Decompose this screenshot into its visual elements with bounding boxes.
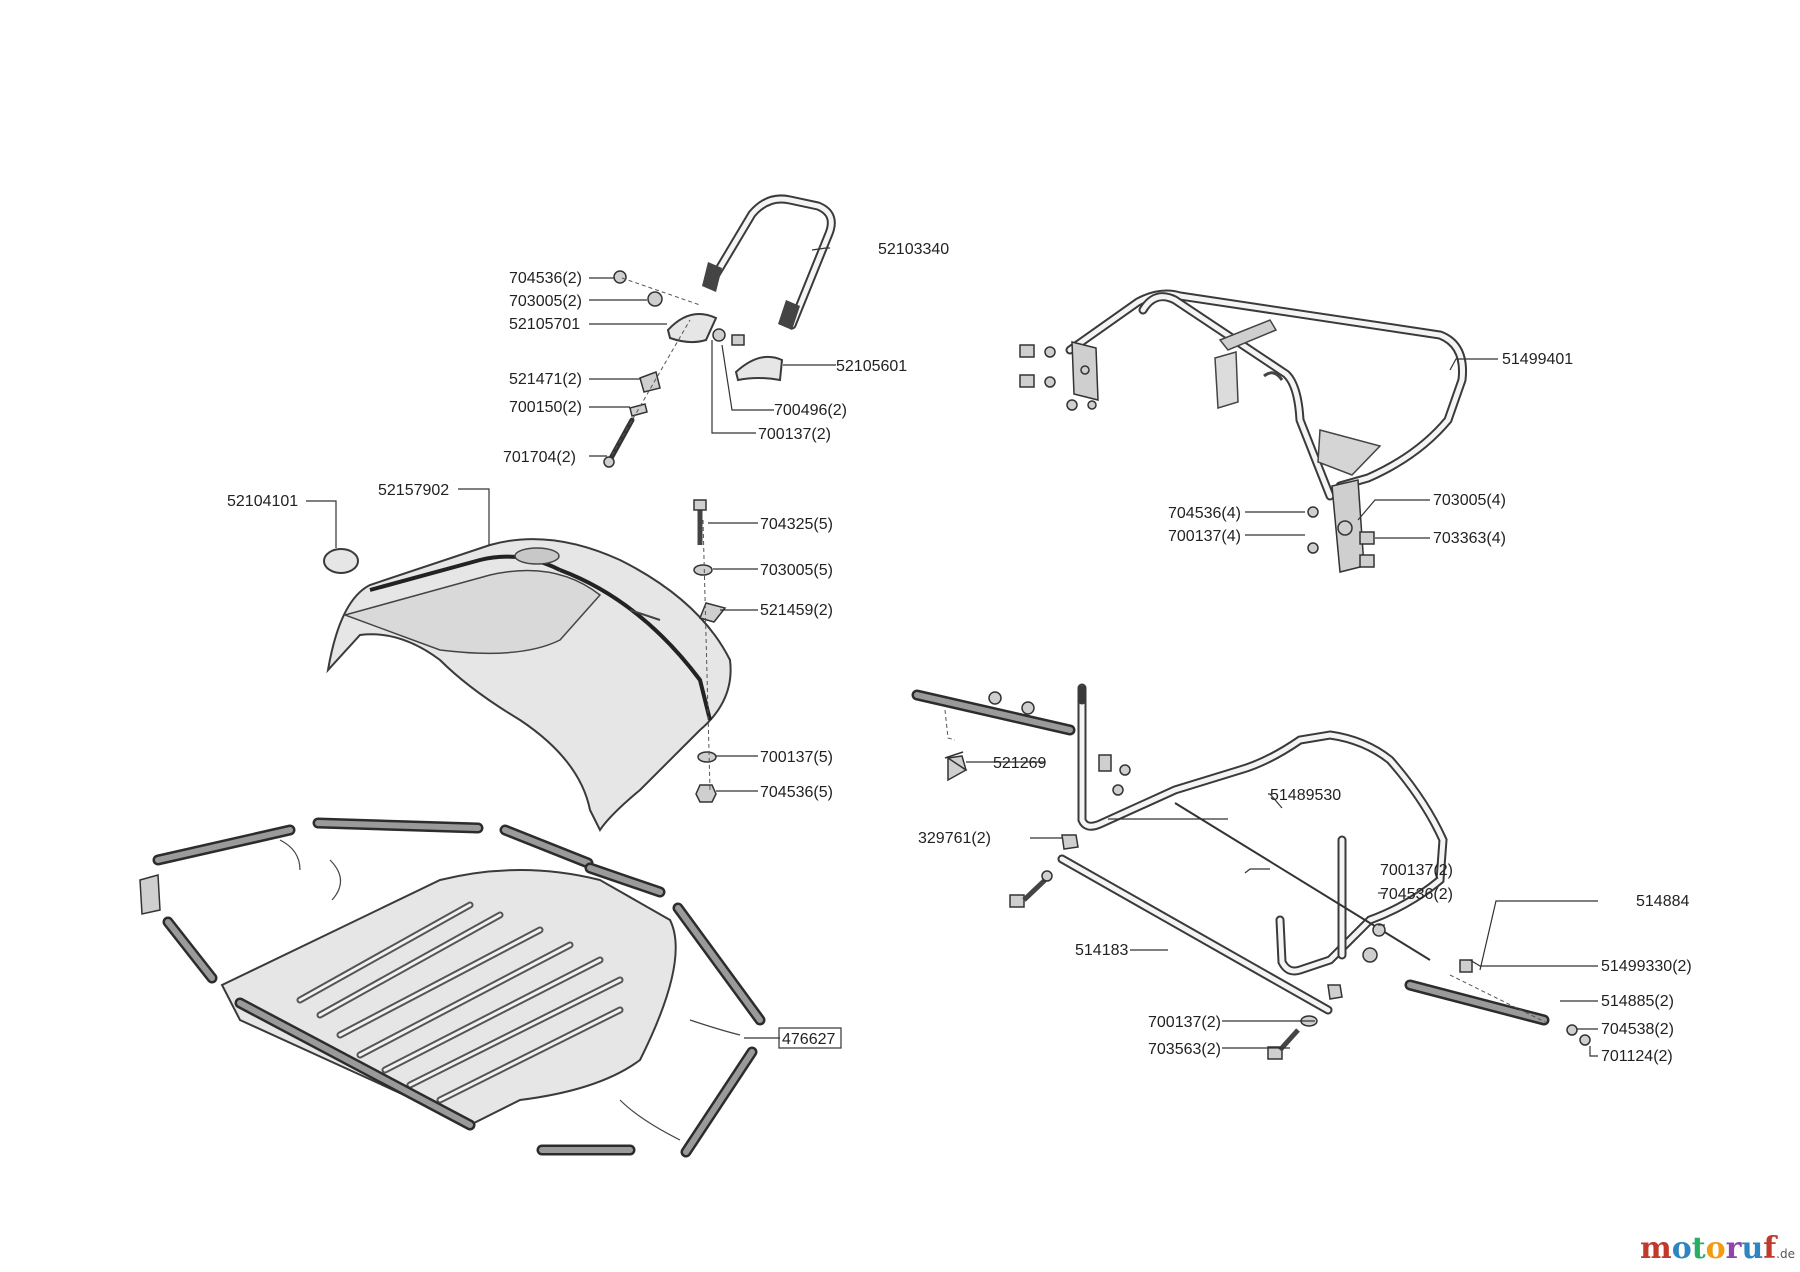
washer-icon (697, 751, 717, 763)
label-700137-2-b: 700137(2) (1148, 1014, 1221, 1031)
washer-icon (693, 564, 713, 576)
washer-icon (1566, 1024, 1578, 1036)
logo-suffix: .de (1776, 1247, 1795, 1261)
bolt-head-icon (1019, 344, 1035, 358)
nut-icon (695, 784, 717, 803)
washer-icon (1041, 870, 1053, 882)
logo-letter: f (1763, 1231, 1778, 1266)
washer-icon (1362, 947, 1378, 963)
label-521269: 521269 (993, 755, 1046, 772)
label-703005-5: 703005(5) (760, 562, 833, 579)
label-704536-4: 704536(4) (1168, 505, 1241, 522)
seat-cover (323, 499, 732, 832)
bolt-head-icon (693, 499, 707, 511)
washer-icon (1337, 520, 1353, 536)
bolt-head-icon (731, 334, 745, 346)
nut-icon (1372, 923, 1386, 937)
label-514183: 514183 (1075, 942, 1128, 959)
screw-icon (603, 456, 615, 468)
lower-frame-assembly (911, 683, 1591, 1060)
svg-text:motoruf.de: motoruf.de (1640, 1231, 1795, 1266)
washer-icon (1066, 399, 1078, 411)
label-700137-5: 700137(5) (760, 749, 833, 766)
logo-letter: t (1692, 1231, 1706, 1266)
clip-icon (944, 751, 964, 759)
bolt-head-icon (1359, 531, 1375, 545)
nut-icon (1307, 542, 1319, 554)
label-514884: 514884 (1636, 893, 1689, 910)
nut-icon (1307, 506, 1319, 518)
label-51489530: 51489530 (1270, 787, 1341, 804)
label-704325-5: 704325(5) (760, 516, 833, 533)
label-704536-5: 704536(5) (760, 784, 833, 801)
label-521459-2: 521459(2) (760, 602, 833, 619)
label-704538-2: 704538(2) (1601, 1021, 1674, 1038)
nut-icon (1021, 701, 1035, 715)
label-703005-4: 703005(4) (1433, 492, 1506, 509)
label-476627-box (778, 1027, 842, 1049)
logo-letter: r (1726, 1231, 1743, 1266)
rail-bracket (139, 874, 161, 915)
clip-icon (1327, 984, 1343, 1000)
bolt-head-icon (1359, 554, 1375, 568)
clip-icon (1061, 834, 1079, 850)
bolt-head-icon (1009, 894, 1025, 908)
bolt-head-icon (1019, 374, 1035, 388)
label-52105701: 52105701 (509, 316, 580, 333)
washer-icon (647, 291, 663, 307)
label-703005-2-top: 703005(2) (509, 293, 582, 310)
grab-handle-assembly (603, 194, 836, 468)
label-700137-2-top: 700137(2) (758, 426, 831, 443)
label-700496-2: 700496(2) (774, 402, 847, 419)
leader-lines (306, 247, 1598, 1057)
label-52105601: 52105601 (836, 358, 907, 375)
label-52104101: 52104101 (227, 493, 298, 510)
bracket-icon (698, 602, 727, 623)
bushing-icon (1459, 959, 1473, 973)
nut-icon (1112, 784, 1124, 796)
left-handle-bracket (666, 313, 718, 344)
cotter-pin-icon (947, 756, 968, 782)
motoruf-logo: motoruf.de (1640, 1231, 1795, 1266)
part-labels: 52103340 704536(2) 703005(2) 52105701 52… (227, 241, 1692, 1065)
washer-icon (712, 328, 726, 342)
label-703363-4: 703363(4) (1433, 530, 1506, 547)
nut-icon (1080, 365, 1090, 375)
label-701124-2: 701124(2) (1601, 1048, 1673, 1065)
label-700137-2-r: 700137(2) (1380, 862, 1453, 879)
label-476627: 476627 (782, 1031, 835, 1048)
label-700137-4: 700137(4) (1168, 528, 1241, 545)
label-521471-2: 521471(2) (509, 371, 582, 388)
label-704536-2-r: 704536(2) (1380, 886, 1453, 903)
nut-icon (988, 691, 1002, 705)
seat-base (139, 817, 766, 1158)
washer-icon (1044, 376, 1056, 388)
logo-letter: o (1706, 1231, 1726, 1266)
nut-icon (1087, 400, 1097, 410)
label-51499401: 51499401 (1502, 351, 1573, 368)
washer-icon (1119, 764, 1131, 776)
clamp-icon (639, 371, 661, 393)
roll-bar-assembly (1019, 289, 1468, 573)
logo-letter: u (1741, 1231, 1763, 1266)
washer-icon (1044, 346, 1056, 358)
label-704536-2-top: 704536(2) (509, 270, 582, 287)
right-handle-bracket (734, 356, 784, 382)
label-514885-2: 514885(2) (1601, 993, 1674, 1010)
label-703563-2: 703563(2) (1148, 1041, 1221, 1058)
label-701704-2: 701704(2) (503, 449, 576, 466)
nut-icon (1579, 1034, 1591, 1046)
label-700150-2: 700150(2) (509, 399, 582, 416)
bolt-head-icon (1267, 1046, 1283, 1060)
label-329761-2: 329761(2) (918, 830, 991, 847)
nut-icon (613, 270, 627, 284)
label-52103340: 52103340 (878, 241, 949, 258)
logo-letter: o (1672, 1231, 1692, 1266)
label-52157902: 52157902 (378, 482, 449, 499)
bushing-icon (1098, 754, 1112, 772)
label-51499330-2: 51499330(2) (1601, 958, 1692, 975)
seat-cap (323, 548, 359, 574)
logo-letter: m (1640, 1231, 1672, 1266)
